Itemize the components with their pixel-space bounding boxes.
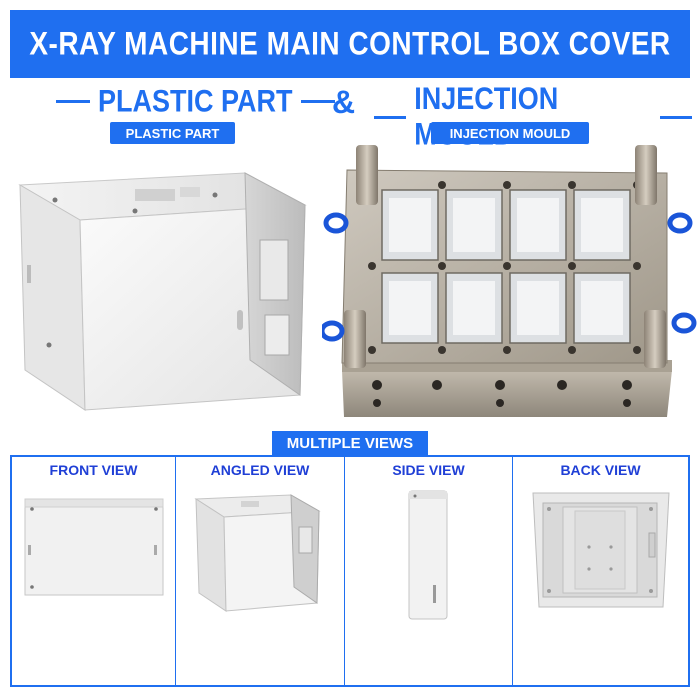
plastic-part-heading-text: PLASTIC PART	[98, 83, 293, 119]
angled-view-cell: ANGLED VIEW	[176, 457, 345, 685]
plastic-part-heading: PLASTIC PART	[48, 83, 343, 119]
front-view-title: FRONT VIEW	[49, 462, 138, 478]
front-view-render	[24, 498, 164, 596]
heading-dash	[659, 115, 692, 119]
angled-view-render	[194, 494, 321, 612]
back-view-render	[532, 492, 670, 608]
injection-mould-image	[322, 145, 697, 417]
plastic-part-image	[18, 172, 307, 411]
multiple-views-label: MULTIPLE VIEWS	[272, 431, 428, 455]
heading-dash	[374, 115, 407, 119]
heading-dash	[56, 100, 90, 103]
ampersand: &	[332, 84, 356, 120]
injection-mould-subheading: INJECTION MOULD	[431, 122, 589, 144]
front-view-cell: FRONT VIEW	[12, 457, 176, 685]
page-title: X-RAY MACHINE MAIN CONTROL BOX COVER	[29, 25, 671, 62]
plastic-part-subheading: PLASTIC PART	[110, 122, 235, 144]
back-view-title: BACK VIEW	[560, 462, 641, 478]
back-view-cell: BACK VIEW	[513, 457, 688, 685]
title-banner: X-RAY MACHINE MAIN CONTROL BOX COVER	[10, 10, 690, 78]
side-view-cell: SIDE VIEW	[345, 457, 513, 685]
multiple-views-panel: FRONT VIEW ANGLED VIEW SIDE VIEW	[10, 455, 690, 687]
side-view-title: SIDE VIEW	[392, 462, 465, 478]
heading-dash	[300, 100, 335, 103]
angled-view-title: ANGLED VIEW	[210, 462, 310, 478]
side-view-render	[408, 490, 448, 620]
